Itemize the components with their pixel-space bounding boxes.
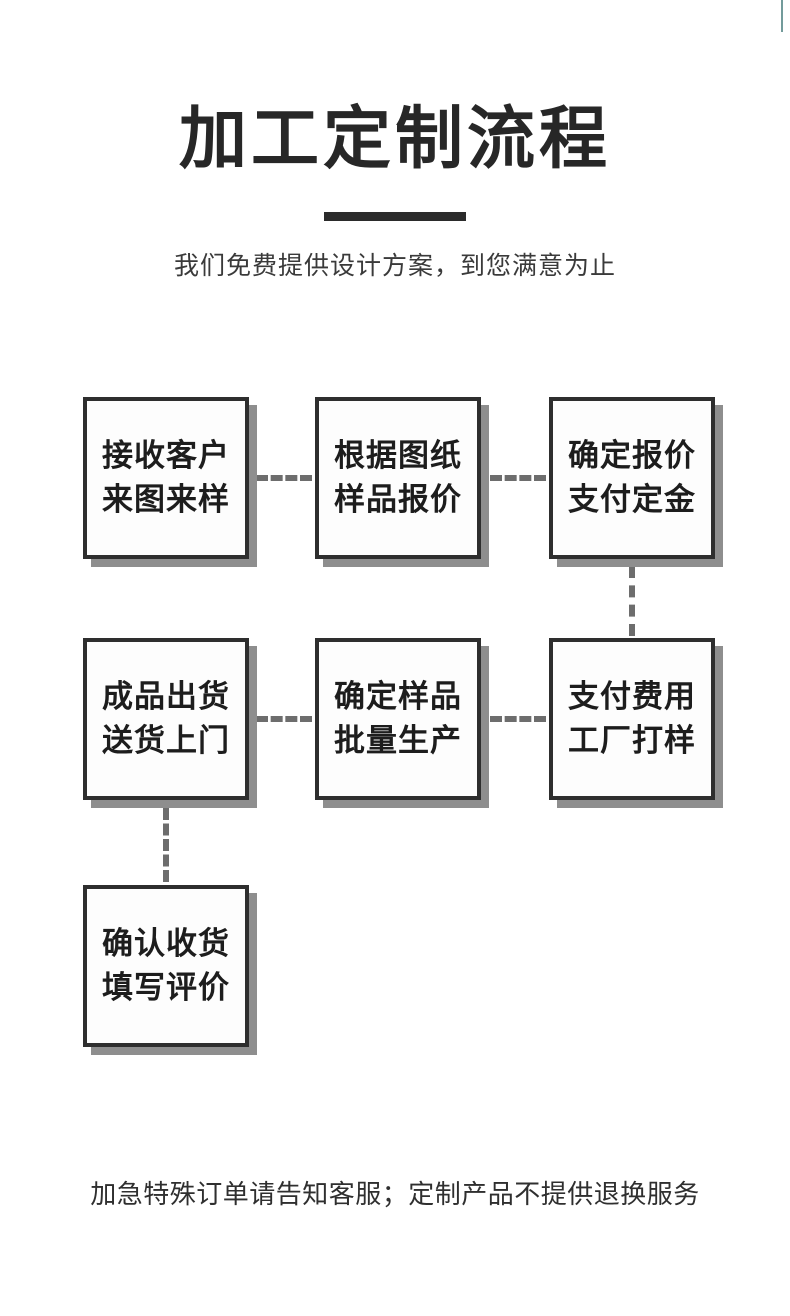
connector-n3-to-n6 (629, 566, 635, 636)
flow-step-receive-customer-drawing: 接收客户 来图来样 (83, 397, 249, 559)
flow-step-line-1: 根据图纸 (334, 438, 462, 473)
flow-step-confirm-quote-pay-deposit: 确定报价 支付定金 (549, 397, 715, 559)
flow-step-line-1: 接收客户 (102, 438, 230, 473)
top-right-edge-rule (781, 0, 783, 32)
page-title: 加工定制流程 (178, 101, 611, 177)
flow-step-line-2: 批量生产 (334, 723, 462, 758)
flow-step-line-1: 确定样品 (334, 679, 462, 714)
flow-step-line-1: 确认收货 (102, 926, 230, 961)
flow-step-line-2: 填写评价 (102, 970, 230, 1005)
flow-step-line-2: 工厂打样 (568, 723, 696, 758)
flow-step-quote-from-drawing: 根据图纸 样品报价 (315, 397, 481, 559)
flow-step-ship-finished-goods: 成品出货 送货上门 (83, 638, 249, 800)
footer-note: 加急特殊订单请告知客服；定制产品不提供退换服务 (90, 1179, 700, 1209)
flow-step-line-2: 送货上门 (102, 723, 230, 758)
flow-step-pay-fee-factory-sample: 支付费用 工厂打样 (549, 638, 715, 800)
page-subtitle: 我们免费提供设计方案，到您满意为止 (173, 252, 616, 280)
footer: 加急特殊订单请告知客服；定制产品不提供退换服务 (0, 1176, 790, 1212)
connector-n6-to-n5 (490, 716, 546, 722)
connector-n1-to-n2 (256, 475, 312, 481)
connector-n2-to-n3 (490, 475, 546, 481)
connector-n5-to-n4 (256, 716, 312, 722)
flow-step-line-2: 支付定金 (568, 482, 696, 517)
flow-step-line-1: 支付费用 (568, 679, 696, 714)
flow-step-line-2: 样品报价 (334, 482, 462, 517)
title-underline-divider (324, 212, 466, 221)
flow-step-confirm-sample-mass-production: 确定样品 批量生产 (315, 638, 481, 800)
flow-step-confirm-receipt-write-review: 确认收货 填写评价 (83, 885, 249, 1047)
flow-step-line-1: 确定报价 (568, 438, 696, 473)
header: 加工定制流程 我们免费提供设计方案，到您满意为止 (0, 96, 790, 283)
flow-step-line-2: 来图来样 (102, 482, 230, 517)
connector-n4-to-n7 (163, 808, 169, 882)
flow-step-line-1: 成品出货 (102, 679, 230, 714)
